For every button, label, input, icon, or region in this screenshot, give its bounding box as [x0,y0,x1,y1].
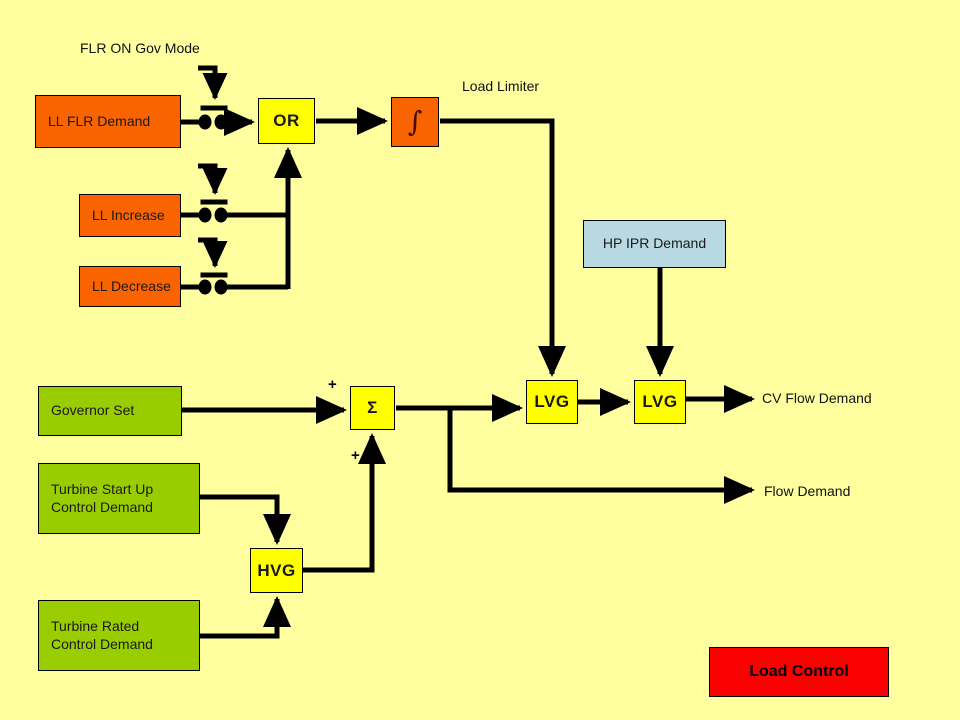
sum-input-plus-sign-1: + [328,376,337,393]
wire-startup-to-hvg [200,494,291,546]
block-label: LL Decrease [92,277,171,294]
block-ll-increase[interactable]: LL Increase [79,194,181,237]
wire-hvg-to-sum [303,432,386,573]
block-label: LL Increase [92,206,165,223]
block-hvg[interactable]: HVG [250,548,303,593]
block-turbine-start-up-control-demand[interactable]: Turbine Start Up Control Demand [38,463,200,534]
caption-flow-demand: Flow Demand [764,483,851,499]
caption-cv-flow-demand: CV Flow Demand [762,390,872,406]
load-control-title-box[interactable]: Load Control [709,647,889,697]
caption-load-limiter: Load Limiter [462,78,540,94]
block-label: OR [273,111,300,131]
switch-ll-decrease-icon [198,237,228,295]
block-label: ∫ [407,105,423,138]
block-integrator[interactable]: ∫ [391,97,439,147]
block-hp-ipr-demand[interactable]: HP IPR Demand [583,220,726,268]
block-label: LL FLR Demand [48,112,151,129]
block-or-gate[interactable]: OR [258,98,315,144]
switch-ll-increase-icon [198,163,228,223]
block-label: Governor Set [51,402,135,419]
block-label: HVG [257,560,296,580]
wire-rated-to-hvg [200,595,291,639]
load-control-title-label: Load Control [749,663,849,680]
block-label: HP IPR Demand [602,235,707,252]
block-lvg-1[interactable]: LVG [526,380,578,424]
caption-flr-on-gov-mode: FLR ON Gov Mode [80,40,200,56]
wire-integrator-to-lvg1 [440,118,566,378]
block-governor-set[interactable]: Governor Set [38,386,182,436]
block-turbine-rated-control-demand[interactable]: Turbine Rated Control Demand [38,600,200,671]
switch-symbols [198,65,228,295]
block-label: Σ [367,398,378,418]
switch-ll-flr-icon [198,65,228,130]
sum-input-plus-sign-2: + [351,447,360,464]
block-label: Turbine Start Up Control Demand [51,481,154,515]
block-ll-flr-demand[interactable]: LL FLR Demand [35,95,181,148]
block-sum-junction[interactable]: Σ [350,386,395,430]
block-label: LVG [642,392,678,412]
block-label: LVG [534,392,570,412]
block-ll-decrease[interactable]: LL Decrease [79,266,181,307]
block-label: Turbine Rated Control Demand [51,618,153,652]
block-lvg-2[interactable]: LVG [634,380,686,424]
wire-sum-branch-to-flow-demand [447,408,756,504]
